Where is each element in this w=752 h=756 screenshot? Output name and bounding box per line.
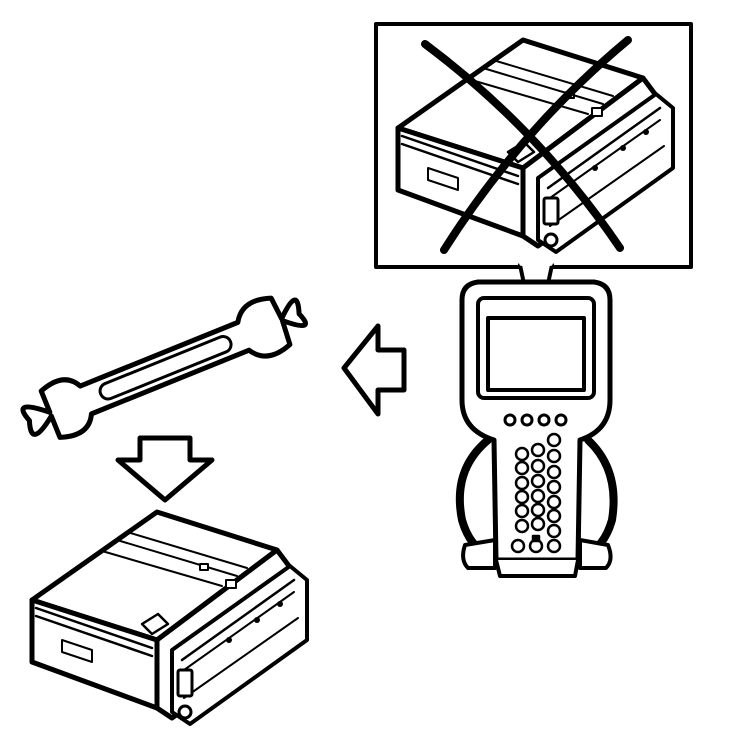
- x-mark-icon: [421, 36, 632, 254]
- arrow-left-icon: [341, 323, 407, 417]
- invalid-module-panel: [374, 22, 693, 342]
- arrow-down-icon: [115, 435, 215, 503]
- scan-tool-icon: [455, 279, 618, 578]
- wrench-icon: [20, 295, 308, 440]
- replacement-module-icon: [32, 512, 307, 724]
